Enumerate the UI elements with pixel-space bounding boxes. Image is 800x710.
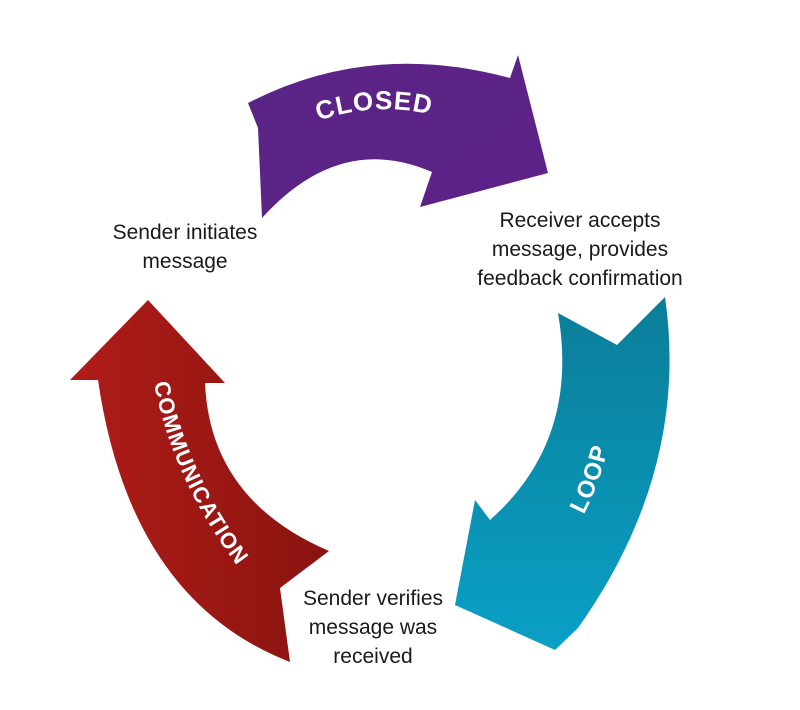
loop-arrow-shape	[455, 297, 670, 650]
step-sender-verifies-line-2: message was	[308, 616, 438, 639]
step-sender-initiates-line-2: message	[142, 250, 228, 273]
step-sender-verifies: Sender verifies message was received	[288, 584, 458, 671]
step-receiver-accepts-line-1: Receiver accepts	[499, 209, 661, 232]
closed-arrow: CLOSED	[248, 55, 548, 218]
step-sender-initiates-line-1: Sender initiates	[112, 221, 258, 244]
step-sender-verifies-line-3: received	[333, 645, 413, 668]
step-receiver-accepts-line-3: feedback confirmation	[477, 267, 683, 290]
communication-arrow-shape	[70, 300, 329, 662]
step-receiver-accepts-line-2: message, provides	[491, 238, 669, 261]
step-sender-verifies-line-1: Sender verifies	[302, 587, 444, 610]
step-sender-initiates: Sender initiates message	[90, 218, 280, 276]
closed-arrow-shape	[248, 55, 548, 218]
step-receiver-accepts: Receiver accepts message, provides feedb…	[455, 206, 705, 293]
loop-arrow: LOOP	[455, 297, 670, 650]
